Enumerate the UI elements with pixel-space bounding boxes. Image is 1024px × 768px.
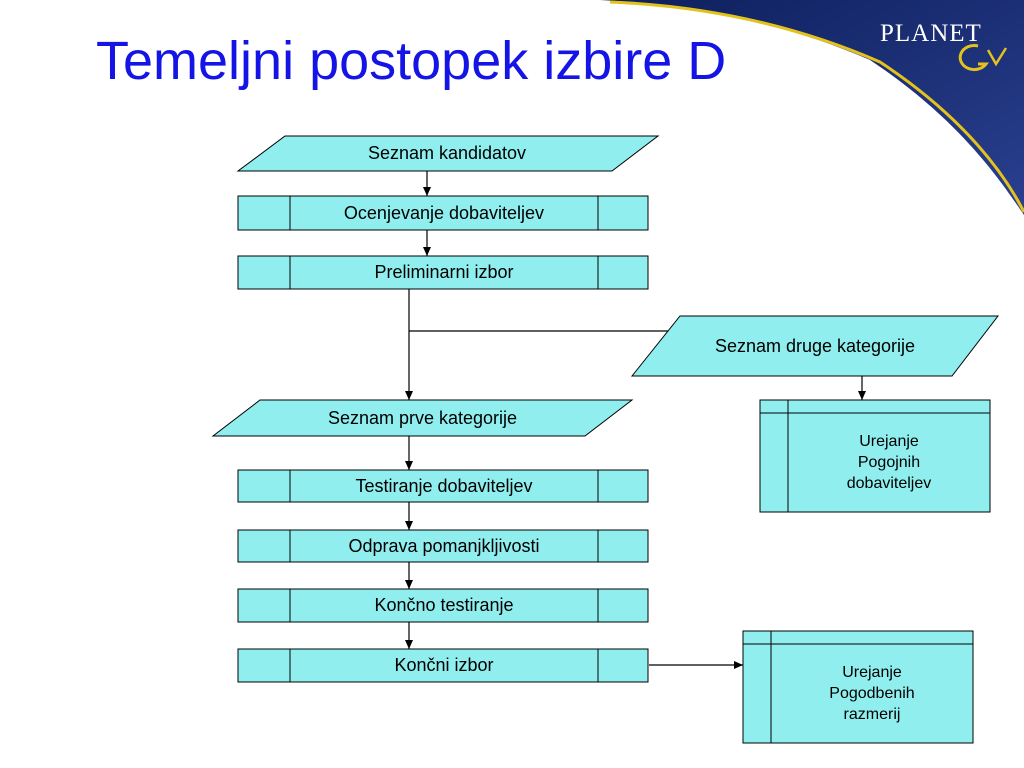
odprava-shape [237,529,649,563]
ocenjevanje-label: Ocenjevanje dobaviteljev [343,202,545,223]
seznam-prve-kategorije-label: Seznam prve kategorije [327,407,518,428]
planet-logo-text: PLANET [880,20,982,47]
urejanje-pogodbenih-line-3: razmerij [843,706,901,723]
urejanje-pogodbenih-line-1: Urejanje [842,664,902,681]
odprava-label: Odprava pomanjkljivosti [348,535,540,556]
seznam-kandidatov-label: Seznam kandidatov [367,143,527,163]
preliminarni-shape [237,255,649,290]
koncno-testiranje-label: Končno testiranje [374,595,514,615]
slide-title: Temeljni postopek izbire D [96,31,727,91]
seznam-prve-kategorije-shape [211,399,634,437]
urejanje-pogojnih-shape [759,399,991,513]
koncni-izbor-shape [237,648,649,683]
urejanje-pogojnih-line-3: dobaviteljev [846,475,932,492]
preliminarni-label: Preliminarni izbor [374,262,514,282]
corner-banner [600,0,1024,215]
connectors [405,171,866,669]
seznam-druge-kategorije-label: Seznam druge kategorije [714,335,916,356]
urejanje-pogojnih-line-2: Pogojnih [857,454,921,471]
urejanje-pogodbenih-shape [742,630,974,744]
seznam-kandidatov-shape [236,135,660,172]
koncno-testiranje-shape [237,588,649,623]
urejanje-pogodbenih-line-2: Pogodbenih [829,685,915,702]
seznam-druge-kategorije-shape [630,315,1000,377]
urejanje-pogodbenih-label: Urejanje Pogodbenih razmerij [771,662,973,725]
urejanje-pogojnih-line-1: Urejanje [859,433,919,450]
testiranje-label: Testiranje dobaviteljev [355,475,533,496]
planet-logo-icon [958,44,1008,71]
urejanje-pogojnih-label: Urejanje Pogojnih dobaviteljev [788,431,990,494]
ocenjevanje-shape [237,195,649,231]
testiranje-shape [237,469,649,503]
koncni-izbor-label: Končni izbor [394,655,494,675]
